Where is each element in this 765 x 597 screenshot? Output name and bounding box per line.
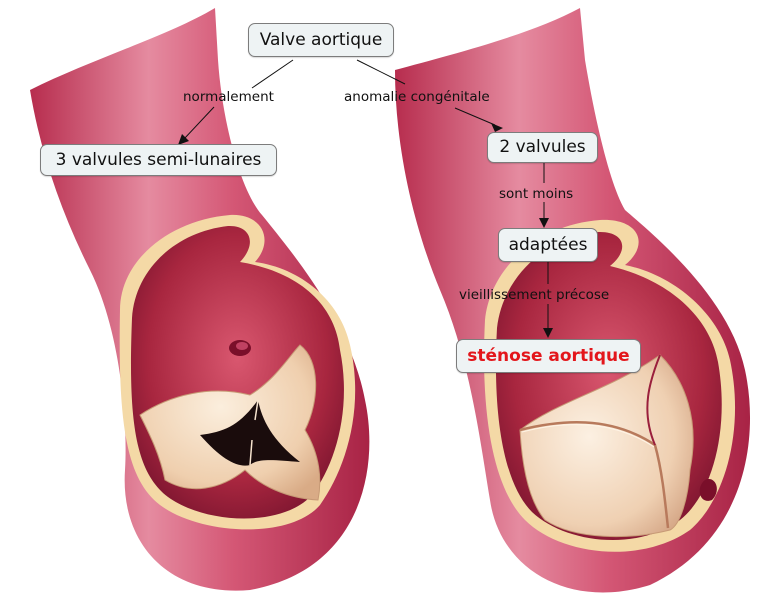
node-adaptees: adaptées [498,228,598,262]
node-3-valvules: 3 valvules semi-lunaires [40,144,277,176]
right-vessel [395,8,751,593]
arrowhead-adapted [539,218,549,228]
arrowhead-stenosis [543,328,553,338]
edge-line-normal-node [183,106,215,140]
edge-line-root-normal [251,59,294,89]
arrowhead-normal [178,134,189,145]
edge-label-normalement: normalement [183,89,274,105]
edge-line-congenital-node [454,107,496,126]
arrowheads [178,123,553,338]
connectors [183,59,549,330]
node-valve-aortique: Valve aortique [248,23,394,57]
edge-line-root-congenital [356,59,406,85]
node-stenose-aortique: sténose aortique [456,339,641,373]
edge-label-anomalie-congenitale: anomalie congénitale [344,89,490,105]
node-2-valvules: 2 valvules [487,132,598,163]
edge-label-sont-moins: sont moins [499,186,574,202]
edge-label-vieillissement-precose: vieillissement précose [459,287,610,303]
arrowhead-congenital [491,123,503,132]
